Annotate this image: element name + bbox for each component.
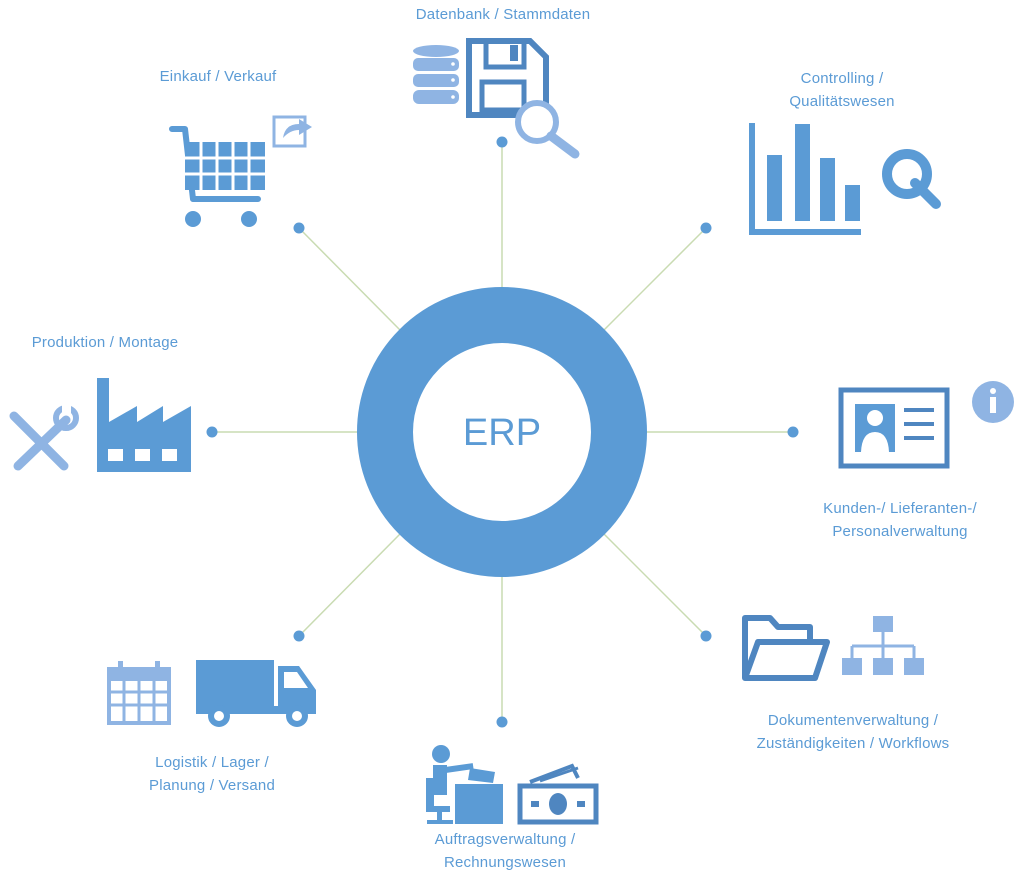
label-kunden: Kunden-/ Lieferanten-/ Personalverwaltun… [790, 497, 1010, 543]
erp-label: ERP [463, 412, 541, 454]
banknote-icon [517, 763, 599, 825]
connector-dot-controlling [700, 222, 712, 234]
connector-lines [206, 136, 799, 728]
connector-dot-datenbank [496, 136, 508, 148]
quality-q-icon [882, 149, 941, 209]
connector-einkauf [298, 227, 401, 331]
shopping-cart-icon [169, 126, 265, 227]
share-icon [272, 115, 312, 148]
label-controlling: Controlling / Qualitätswesen [742, 67, 942, 113]
connector-controlling [603, 227, 707, 331]
label-line: Personalverwaltung [832, 523, 968, 540]
connector-dot-einkauf [293, 222, 305, 234]
connector-dot-dokumente [700, 630, 712, 642]
connector-dot-auftrag [496, 716, 508, 728]
label-line: Qualitätswesen [789, 93, 895, 110]
database-icon [413, 45, 459, 104]
desk-worker-icon [426, 745, 503, 824]
label-line: Logistik / Lager / [155, 754, 269, 771]
label-dokumente: Dokumentenverwaltung / Zuständigkeiten /… [723, 709, 983, 755]
label-line: Controlling / [800, 70, 884, 87]
label-auftrag: Auftragsverwaltung / Rechnungswesen [395, 828, 615, 874]
label-line: Auftragsverwaltung / [434, 831, 576, 848]
connector-dot-produktion [206, 426, 218, 438]
calendar-icon [107, 661, 171, 725]
label-line: Zuständigkeiten / Workflows [756, 735, 950, 752]
floppy-disk-icon [466, 38, 549, 118]
label-line: Einkauf / Verkauf [159, 68, 277, 85]
connector-dokumente [603, 533, 707, 637]
label-produktion: Produktion / Montage [5, 331, 205, 354]
folder-icon [742, 615, 830, 681]
label-datenbank: Datenbank / Stammdaten [303, 3, 703, 26]
org-chart-icon [842, 616, 924, 675]
label-line: Kunden-/ Lieferanten-/ [823, 500, 977, 517]
magnifier-icon [515, 100, 580, 159]
label-line: Datenbank / Stammdaten [415, 6, 591, 23]
label-line: Produktion / Montage [31, 334, 179, 351]
erp-ring [357, 287, 647, 577]
erp-hub: ERP [357, 287, 647, 577]
label-line: Dokumentenverwaltung / [767, 712, 939, 729]
factory-icon [97, 378, 191, 472]
truck-icon [196, 660, 316, 727]
connector-dot-logistik [293, 630, 305, 642]
tools-icon [9, 404, 79, 471]
label-line: Planung / Versand [149, 777, 275, 794]
label-einkauf: Einkauf / Verkauf [128, 65, 308, 88]
connector-dot-kunden [787, 426, 799, 438]
id-card-icon [838, 387, 950, 469]
label-line: Rechnungswesen [443, 854, 567, 871]
info-icon [972, 381, 1014, 423]
bar-chart-icon [749, 123, 861, 235]
connector-logistik [298, 533, 401, 637]
label-logistik: Logistik / Lager / Planung / Versand [112, 751, 312, 797]
